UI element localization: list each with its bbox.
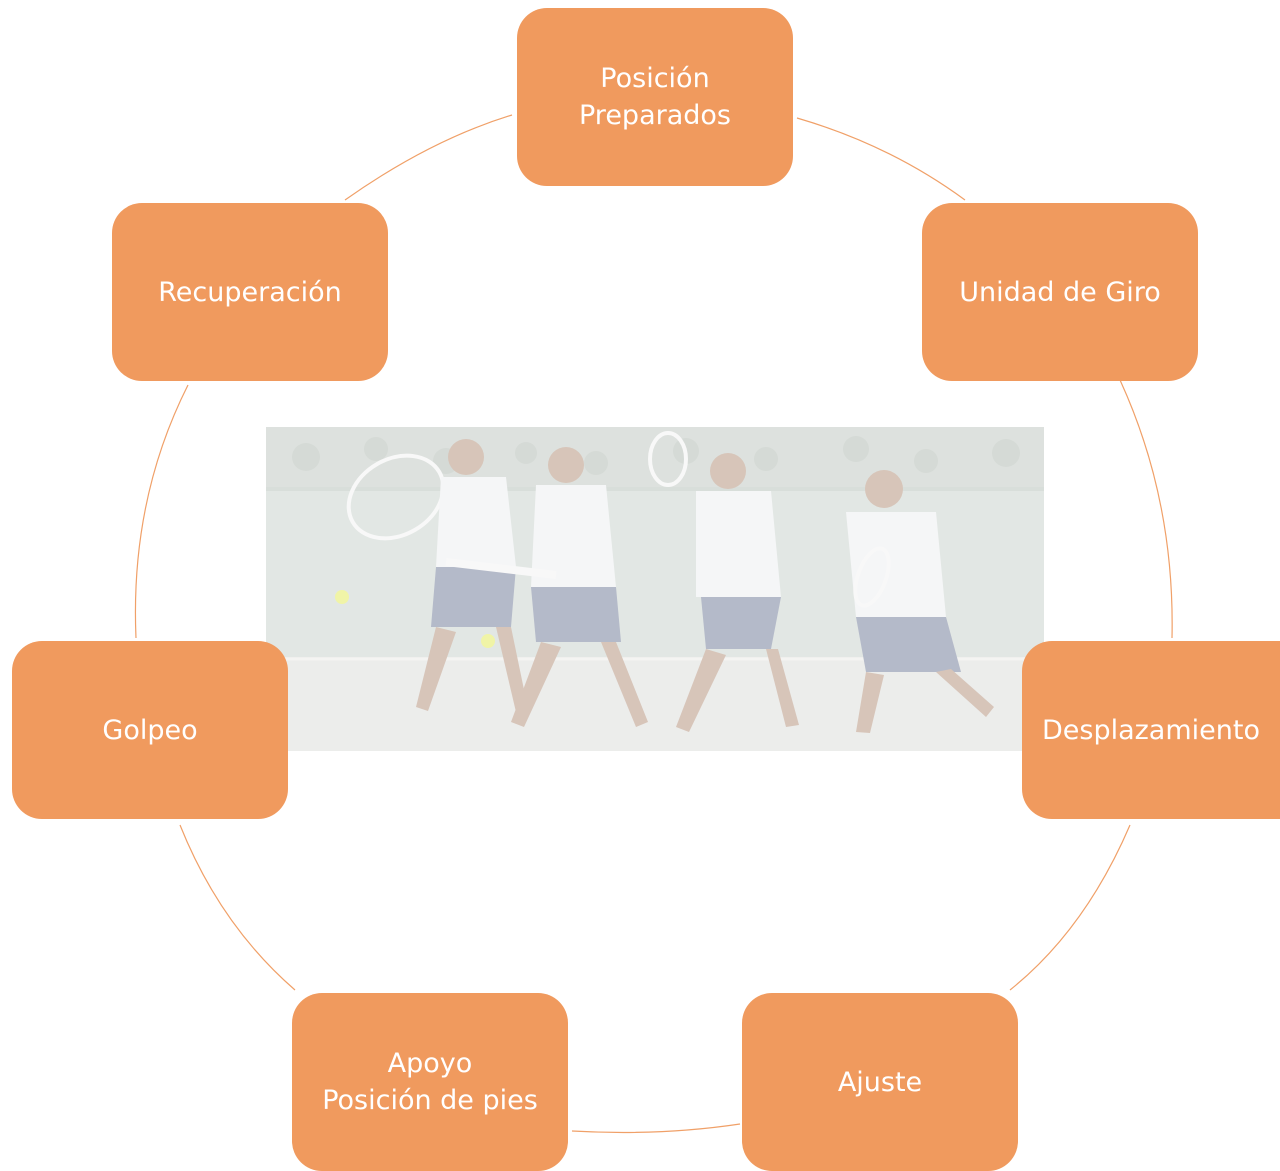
node-ajuste: Ajuste [742,993,1018,1171]
node-label: Posición de pies [322,1085,538,1116]
node-unidad-de-giro: Unidad de Giro [922,203,1198,381]
node-label: Ajuste [837,1066,923,1098]
node-posicion-preparados: Posición Preparados [517,8,793,186]
node-apoyo: Apoyo Posición de pies [292,993,568,1171]
node-label: Preparados [579,100,731,131]
node-golpeo: Golpeo [12,641,288,819]
node-label: Desplazamiento [1041,714,1260,746]
node-label: Apoyo [387,1048,473,1079]
tennis-forehand-sequence-photo [266,427,1044,751]
node-label: Golpeo [102,714,198,746]
node-recuperacion: Recuperación [112,203,388,381]
node-label: Unidad de Giro [959,276,1161,308]
node-label: Recuperación [158,276,342,308]
node-desplazamiento: Desplazamiento [1022,641,1280,819]
node-label: Posición [600,63,710,94]
